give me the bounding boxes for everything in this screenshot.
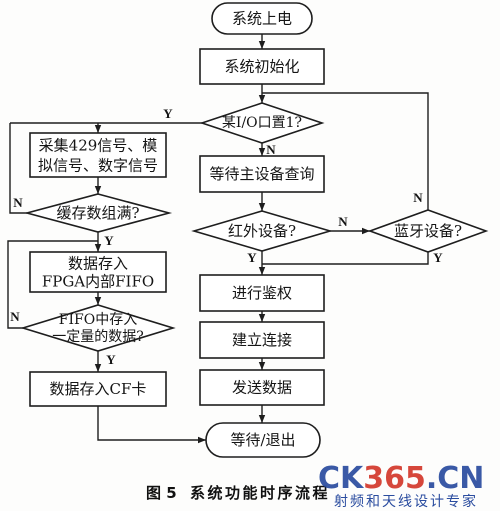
- node-send-data: 发送数据: [199, 369, 325, 406]
- process-shape: [199, 321, 325, 359]
- node-label: 红外设备?: [228, 222, 296, 240]
- node-label: 进行鉴权: [232, 284, 292, 302]
- watermark-logo-part-3: .CN: [426, 461, 485, 496]
- connector-bluetooth-yes-merge: [262, 252, 429, 265]
- node-label: 某I/O口置1?: [222, 115, 302, 131]
- branch-label-bluetooth-yes: Y: [433, 250, 443, 265]
- process-shape: [199, 274, 325, 312]
- node-label: 发送数据: [232, 379, 292, 397]
- branch-label-fifo-amount-yes: Y: [106, 352, 116, 367]
- watermark-logo-part-1: CK: [318, 461, 365, 496]
- node-infrared-check: 红外设备?: [191, 210, 333, 252]
- node-label-line-2: FPGA内部FIFO: [42, 273, 154, 291]
- node-label: 建立连接: [232, 331, 292, 349]
- branch-label-buffer-no: N: [13, 195, 23, 210]
- node-label: 等待/退出: [230, 431, 295, 449]
- node-label-line-2: 一定量的数据?: [52, 329, 144, 345]
- figure-title: 系统功能时序流程: [190, 484, 330, 502]
- node-store-fpga-fifo: 数据存入 FPGA内部FIFO: [29, 251, 167, 293]
- node-io-set-check: 某I/O口置1?: [199, 102, 325, 144]
- node-authenticate: 进行鉴权: [199, 274, 325, 312]
- node-wait-exit: 等待/退出: [205, 422, 321, 458]
- node-label: 系统初始化: [224, 58, 299, 76]
- watermark-tagline: 射频和天线设计专家: [334, 493, 478, 510]
- node-store-cf-card: 数据存入CF卡: [29, 371, 167, 407]
- connector-buffer-no-loop: [9, 123, 27, 214]
- process-shape: [199, 155, 325, 193]
- node-label-line-1: 数据存入: [68, 255, 128, 273]
- node-label: 蓝牙设备?: [394, 222, 462, 240]
- watermark-logo-part-2: 365: [363, 461, 426, 496]
- node-collect-signals: 采集429信号、模 拟信号、数字信号: [29, 132, 167, 178]
- figure-caption: 图 5 系统功能时序流程: [146, 484, 330, 502]
- node-label-line-1: 采集429信号、模: [39, 137, 158, 155]
- watermark-logo: CK365.CN: [318, 461, 484, 496]
- node-label: 缓存数组满?: [56, 204, 139, 222]
- process-shape: [29, 371, 167, 407]
- connector-bluetooth-no-loop: [262, 92, 429, 210]
- branch-label-buffer-yes: Y: [104, 233, 114, 248]
- branch-label-infrared-yes: Y: [247, 250, 257, 265]
- node-label: 系统上电: [232, 10, 292, 28]
- node-label-line-1: FIFO中存入: [59, 312, 137, 328]
- process-shape: [29, 251, 167, 293]
- process-shape: [199, 369, 325, 406]
- watermark: CK365.CN 射频和天线设计专家: [318, 461, 484, 510]
- branch-label-io-no: N: [266, 142, 276, 157]
- branch-label-bluetooth-no: N: [413, 190, 423, 205]
- node-label-line-2: 拟信号、数字信号: [38, 157, 158, 175]
- node-establish-connection: 建立连接: [199, 321, 325, 359]
- branch-label-infrared-no: N: [338, 214, 348, 229]
- process-shape: [29, 132, 167, 178]
- node-bluetooth-check: 蓝牙设备?: [367, 209, 489, 253]
- branch-label-io-yes: Y: [163, 106, 173, 121]
- node-power-on: 系统上电: [211, 2, 313, 35]
- node-initialize: 系统初始化: [199, 48, 325, 85]
- node-buffer-full-check: 缓存数组满?: [23, 193, 173, 233]
- node-label: 等待主设备查询: [209, 165, 314, 183]
- node-fifo-amount-check: FIFO中存入 一定量的数据?: [20, 304, 176, 352]
- node-wait-master-query: 等待主设备查询: [199, 155, 325, 193]
- branch-label-fifo-amount-no: N: [10, 309, 20, 324]
- connector-fifo-amount-no-loop: [7, 240, 98, 329]
- arrow-cf-card-to-wait-exit: [97, 406, 206, 444]
- figure-number: 图 5: [146, 484, 177, 502]
- process-shape: [199, 48, 325, 85]
- node-label: 数据存入CF卡: [50, 380, 147, 398]
